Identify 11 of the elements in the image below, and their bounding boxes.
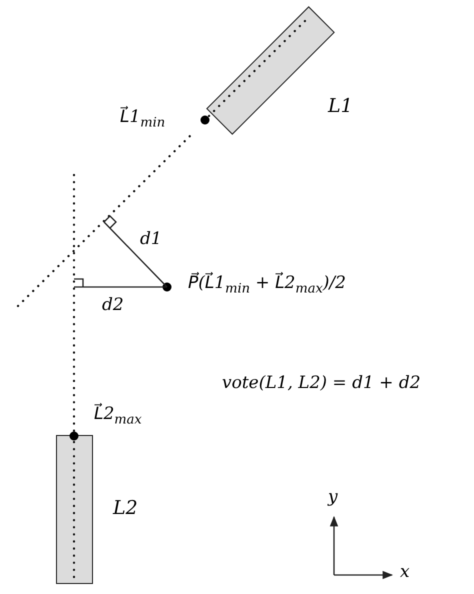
distance-label: d2 bbox=[102, 296, 124, 315]
point-label: L⃗1$_{min}$ bbox=[120, 108, 166, 131]
formula: vote(L1, L2) = d1 + d2 bbox=[222, 374, 421, 393]
segment-label: L2 bbox=[113, 498, 138, 519]
segment-label: L1 bbox=[328, 96, 353, 117]
rectangle-segment bbox=[56, 435, 93, 584]
distance-label: d1 bbox=[140, 230, 162, 249]
point-label: L⃗2$_{max}$ bbox=[94, 405, 142, 428]
point-label: P⃗(L⃗1$_{min}$ + L⃗2$_{max}$)/2 bbox=[188, 274, 346, 297]
axis-label: x bbox=[400, 563, 410, 582]
axis-label: y bbox=[328, 488, 338, 507]
